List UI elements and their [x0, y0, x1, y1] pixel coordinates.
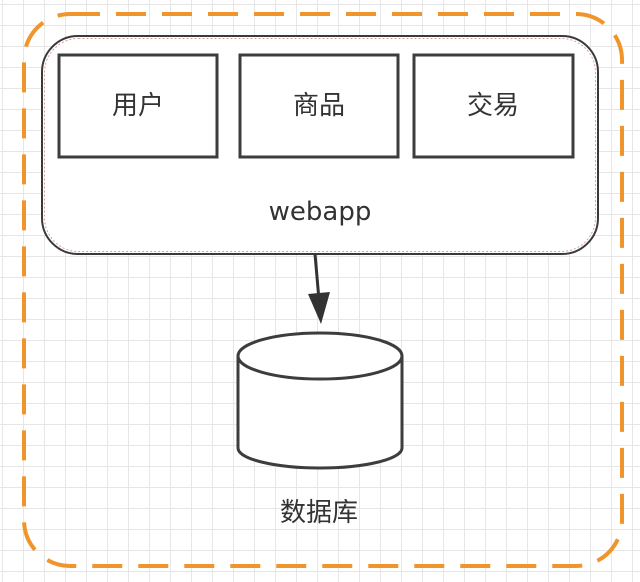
outer-boundary: [22, 12, 624, 568]
database-cylinder-body: [236, 356, 404, 470]
module-box-transactions[interactable]: 交易: [412, 53, 575, 159]
webapp-container[interactable]: 用户 商品 交易 webapp: [41, 35, 599, 255]
database-cylinder[interactable]: [236, 331, 404, 470]
database-label: 数据库: [280, 498, 358, 528]
arrowhead-icon: [308, 292, 330, 324]
module-box-users-rect: [57, 53, 219, 159]
module-label-products: 商品: [293, 91, 345, 121]
webapp-label: webapp: [269, 197, 372, 227]
module-box-products-rect: [238, 53, 400, 159]
module-label-users: 用户: [112, 91, 164, 121]
module-label-transactions: 交易: [467, 91, 519, 121]
database-cylinder-top: [236, 331, 404, 381]
arrow-line: [313, 253, 321, 301]
module-box-users[interactable]: 用户: [57, 53, 219, 159]
webapp-shape-accent: [44, 38, 596, 252]
module-box-products[interactable]: 商品: [238, 53, 400, 159]
module-box-transactions-rect: [412, 53, 575, 159]
connector-arrow: [308, 253, 330, 324]
